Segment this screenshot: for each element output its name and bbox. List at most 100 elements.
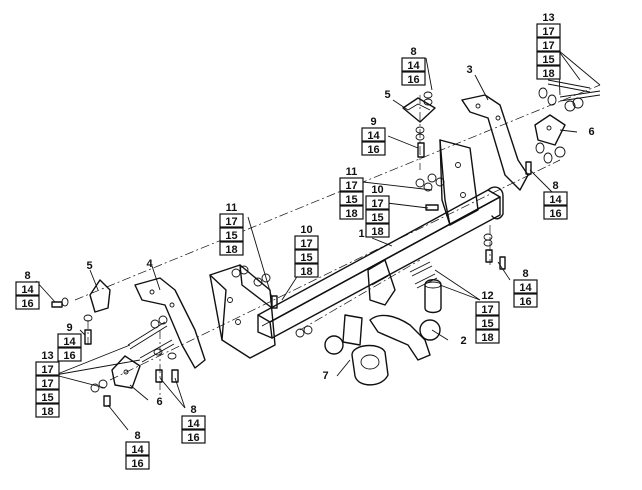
part-number: 10 [300,224,312,236]
callout-box [219,213,244,228]
part-number: 9 [66,322,72,334]
part-number: 8 [410,46,416,58]
callout-c5top: 5 [384,89,390,101]
fastener-ref: 14 [407,60,420,72]
callout-box [475,301,500,316]
nuts-and-washers [61,87,584,393]
callout-c8top: 8 14 16 [401,46,426,86]
callout-box [339,177,364,192]
electrical-socket [324,314,389,386]
fastener-ref: 16 [63,350,75,362]
fastener-ref: 17 [542,26,554,38]
part-number: 4 [146,258,153,270]
callout-c7: 7 [322,370,328,382]
part-number: 5 [384,89,390,101]
part-number: 8 [24,270,30,282]
callout-box [365,209,390,224]
part-number: 2 [460,335,466,347]
part-number: 11 [346,166,358,178]
fastener-ref: 17 [300,238,312,250]
callout-box [294,263,319,278]
part-number: 5 [86,260,92,272]
fastener-ref: 15 [481,318,493,330]
fastener-ref: 15 [542,54,554,66]
short-bolts [51,142,532,407]
fastener-ref: 18 [41,406,53,418]
callout-c11mid: 11 17 15 18 [339,166,364,220]
fastener-ref: 15 [371,212,383,224]
part-number: 13 [41,350,53,362]
callout-box [536,65,561,80]
part-number: 6 [588,126,594,138]
callout-c2: 2 [460,335,466,347]
left-spacer-plate [89,279,111,313]
fastener-ref: 17 [345,180,357,192]
callout-box [339,191,364,206]
callout-box [125,441,150,456]
callout-c6right: 6 [588,126,594,138]
fastener-ref: 17 [225,216,237,228]
part-number: 1 [358,228,364,240]
part-number: 6 [156,396,162,408]
fastener-ref: 16 [131,458,143,470]
fastener-ref: 16 [407,74,419,86]
fastener-ref: 14 [367,130,380,142]
callout-box [361,127,386,142]
socket-mount-bracket [367,259,396,306]
callout-box [401,57,426,72]
part-number: 8 [190,404,196,416]
callout-box [219,241,244,256]
part-number: 12 [481,290,493,302]
right-side-bracket [461,94,529,191]
callout-box [15,281,40,296]
fastener-ref: 14 [21,284,34,296]
fastener-ref: 16 [187,432,199,444]
callout-box [35,403,60,418]
fastener-ref: 15 [345,194,357,206]
long-bolts [127,79,601,363]
fastener-ref: 15 [41,392,53,404]
fastener-ref: 16 [549,208,561,220]
callout-box [181,429,206,444]
callout-box [219,227,244,242]
callout-box [475,329,500,344]
fastener-ref: 18 [542,68,554,80]
callout-box [536,37,561,52]
callout-box [475,315,500,330]
fastener-ref: 18 [345,208,357,220]
callout-box [35,389,60,404]
callout-c4: 4 [146,258,153,270]
part-number: 9 [370,116,376,128]
part-number: 11 [226,202,238,214]
fastener-ref: 14 [519,282,532,294]
callout-box [361,141,386,156]
fastener-ref: 18 [225,244,237,256]
callout-c5left: 5 [86,260,92,272]
callout-c6left: 6 [156,396,162,408]
main-crossbeam [257,186,504,339]
fastener-ref: 17 [371,198,383,210]
callout-box [35,361,60,376]
callout-box [35,375,60,390]
left-side-bracket [134,277,206,369]
fastener-ref: 17 [41,378,53,390]
callout-box [365,223,390,238]
right-mounting-plate [439,139,479,226]
fastener-ref: 18 [300,266,312,278]
callout-box [294,249,319,264]
part-number: 8 [552,180,558,192]
assembly-centre-lines [74,84,601,395]
callout-box [181,415,206,430]
callout-box [125,455,150,470]
fastener-ref: 17 [481,304,493,316]
callout-box [513,293,538,308]
